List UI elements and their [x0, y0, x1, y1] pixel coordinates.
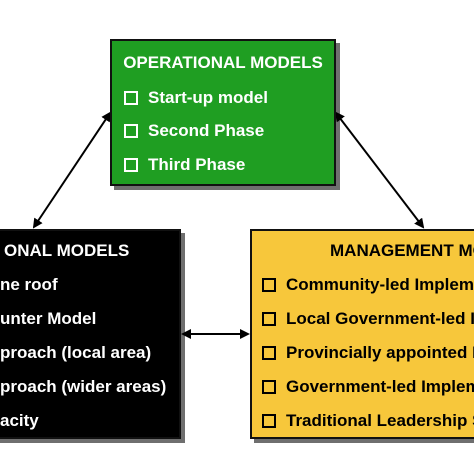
operational-item-third-phase: Third Phase [124, 155, 245, 175]
institutional-item: proach (wider areas) [0, 377, 167, 396]
management-item: Government-led Implem [262, 377, 474, 397]
management-models-title: MANAGEMENT MO [330, 241, 474, 260]
management-item-label: Government-led Implem [286, 377, 474, 396]
arrow-operational-management [334, 111, 425, 229]
operational-models-title: OPERATIONAL MODELS [123, 53, 323, 72]
operational-item-second-phase: Second Phase [124, 121, 264, 141]
operational-item-label: Third Phase [148, 155, 246, 174]
institutional-models-title: ONAL MODELS [4, 241, 130, 260]
arrow-operational-institutional [32, 111, 112, 229]
operational-item-label: Second Phase [148, 121, 265, 140]
checkbox-icon [124, 91, 138, 105]
operational-item-startup: Start-up model [124, 88, 268, 108]
management-item-label: Local Government-led In [286, 309, 474, 328]
checkbox-icon [262, 346, 276, 360]
checkbox-icon [262, 380, 276, 394]
checkbox-icon [262, 278, 276, 292]
institutional-item: ne roof [0, 275, 58, 294]
institutional-models-box: ONAL MODELS ne roof unter Model proach (… [0, 229, 181, 439]
operational-models-box: OPERATIONAL MODELS Start-up model Second… [110, 39, 336, 186]
management-item-label: Community-led Impleme [286, 275, 474, 294]
management-item-label: Provincially appointed M [286, 343, 474, 362]
management-models-box: MANAGEMENT MO Community-led Impleme Loca… [250, 229, 474, 439]
management-item: Provincially appointed M [262, 343, 474, 363]
institutional-item: proach (local area) [0, 343, 152, 362]
management-item-label: Traditional Leadership S [286, 411, 474, 430]
institutional-item: acity [0, 411, 39, 430]
checkbox-icon [262, 414, 276, 428]
checkbox-icon [262, 312, 276, 326]
management-item: Traditional Leadership S [262, 411, 474, 431]
operational-item-label: Start-up model [148, 88, 268, 107]
institutional-item: unter Model [0, 309, 97, 328]
management-item: Local Government-led In [262, 309, 474, 329]
checkbox-icon [124, 158, 138, 172]
management-item: Community-led Impleme [262, 275, 474, 295]
checkbox-icon [124, 124, 138, 138]
